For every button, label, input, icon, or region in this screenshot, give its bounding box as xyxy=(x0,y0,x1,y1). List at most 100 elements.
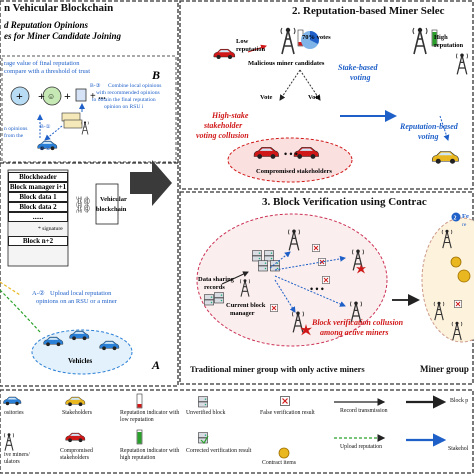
legend-unverified-text: Unverified block xyxy=(186,410,226,416)
p2-tower-high xyxy=(412,26,428,55)
legend-stakeholders-text: Stakeholders xyxy=(62,410,92,416)
note-top1: rage value of final reputation xyxy=(4,60,80,67)
svg-text:• • •: • • • xyxy=(310,284,324,294)
p3-traditional: Traditional miner group with only active… xyxy=(190,364,365,374)
p2-votes: 70% votes xyxy=(302,34,331,41)
opinions-text2: from the xyxy=(4,133,24,139)
p3-data-sharing2: records xyxy=(204,284,225,291)
label-a: A xyxy=(152,358,161,372)
a2-text1: Upload local reputation xyxy=(50,290,112,297)
legend-compromised-text: Compromised stakeholders xyxy=(60,448,93,461)
p3-coin xyxy=(457,269,471,283)
a2-text2: opinions on an RSU or a miner xyxy=(36,298,117,305)
block-manager: Block manager i+1 xyxy=(8,182,68,192)
p2-rep-voting1: Reputation-based xyxy=(400,122,458,131)
legend-col1-mid1: ive miners/ xyxy=(4,452,30,458)
p3-miner-group-ellipse xyxy=(421,217,474,343)
p2-vote-right: Vote xyxy=(308,94,321,101)
panel-a-subtitle1: d Reputation Opinions xyxy=(4,20,89,30)
p3-traditional-ellipse xyxy=(196,213,388,347)
b3-label: B-③ xyxy=(90,83,101,89)
opinions-text1: n opinions xyxy=(4,126,28,132)
legend-icon-tower xyxy=(3,432,15,452)
svg-text:+: + xyxy=(38,89,45,103)
panel-3-title: 3. Block Verification using Contrac xyxy=(262,196,427,208)
p2-compromised: Compromised stakeholders xyxy=(256,168,332,175)
svg-text:+ ...: + ... xyxy=(90,91,106,102)
p2-rep-voting2: voting xyxy=(418,132,439,141)
inner-b-box xyxy=(1,55,177,163)
p3-collusion2: among active miners xyxy=(320,328,389,337)
legend-blockp-text: Block p xyxy=(450,398,469,404)
svg-text:+: + xyxy=(64,89,71,103)
p3-fe-circle xyxy=(451,212,461,222)
p3-current-bm1: Current block xyxy=(226,302,266,309)
svg-text:2: 2 xyxy=(454,216,457,222)
opinion-plus-circle xyxy=(10,86,30,106)
panel-3-frame xyxy=(179,191,474,385)
p2-malicious: Malicious miner candidates xyxy=(248,60,325,67)
label-b: B xyxy=(152,68,161,82)
legend-col1-top: ositories xyxy=(4,410,24,416)
block-dots: ...... xyxy=(8,212,68,222)
legend-icon-blue-car xyxy=(3,396,22,406)
legend-icon-coin xyxy=(278,447,290,459)
block-data-1: Block data 1 xyxy=(8,192,68,202)
p2-low-rep: Low reputation xyxy=(236,38,266,53)
block-header: Blockheader xyxy=(8,172,68,182)
legend-corrected-text: Corrected verification result xyxy=(186,448,252,454)
panel-2-title: 2. Reputation-based Miner Selec xyxy=(292,5,445,17)
p2-tower-low xyxy=(280,26,296,55)
svg-text:+: + xyxy=(16,89,23,103)
b3-text4: opinion on RSU i xyxy=(104,104,144,110)
legend-stakehol-text: Stakehol xyxy=(448,446,469,452)
p2-high-rep: High reputation xyxy=(434,34,464,49)
legend-icon-red-indicator xyxy=(136,393,143,409)
p3-data-sharing1: Data sharing xyxy=(198,276,234,283)
legend-icon-false-result xyxy=(280,396,290,406)
opinion-face-circle xyxy=(42,86,62,106)
p3-collusion1: Block verification collusion xyxy=(312,318,404,327)
panel-a-title: n Vehicular Blockchain xyxy=(4,2,114,14)
flow-arrow xyxy=(130,160,172,206)
p2-stake-voting1: Stake-based xyxy=(338,63,378,72)
vehicles-label: Vehicles xyxy=(68,357,93,365)
panel-left-frame xyxy=(0,0,179,387)
a2-label: A-② xyxy=(32,290,45,297)
p2-collusion1: High-stake xyxy=(212,111,249,120)
p3-miner-group: Miner group xyxy=(420,364,469,374)
svg-text:• • •: • • • xyxy=(284,149,298,159)
note-top2: compare with a threshold of trust xyxy=(4,68,91,75)
legend-contract-text: Contract items xyxy=(262,460,296,466)
legend-icon-unverified xyxy=(198,396,208,408)
panel-a-subtitle2: es for Miner Candidate Joining xyxy=(4,31,122,41)
legend-col1-mid2: ulators xyxy=(4,459,20,465)
legend-false-text: False verification result xyxy=(260,410,315,416)
b3-text3: to obtain the final reputation xyxy=(92,97,156,103)
b1-label: B-① xyxy=(40,124,51,130)
p2-stake-voting2: voting xyxy=(350,73,371,82)
p3-fe-label: Fe xyxy=(462,213,469,220)
chain-label1: Vehicular xyxy=(100,196,127,203)
b3-text2: with recommended opinions xyxy=(96,90,160,96)
block-n-next xyxy=(95,183,119,225)
legend-icon-yellow-car xyxy=(65,396,86,407)
p2-vote-left: Vote xyxy=(260,94,273,101)
opinion-square xyxy=(75,88,87,102)
p2-collusion3: voting collusion xyxy=(196,131,249,140)
block-signature: * signature xyxy=(38,226,63,232)
p2-collusion2: stakeholder xyxy=(204,121,243,130)
legend-high-rep-text: Reputation indicator with high reputatio… xyxy=(120,448,180,461)
block-n2: Block n+2 xyxy=(8,236,68,246)
b3-text1: Combine local opinions xyxy=(108,83,162,89)
svg-text:☺: ☺ xyxy=(47,92,55,101)
legend-record-text: Record transmission xyxy=(340,408,388,414)
legend-low-rep-text: Reputation indicator with low reputation xyxy=(120,410,180,423)
block-data-2: Block data 2 xyxy=(8,202,68,212)
legend-upload-text: Upload reputation xyxy=(340,444,383,450)
p3-fe-sub: re xyxy=(462,222,467,228)
p2-collusion-ellipse xyxy=(227,137,353,183)
legend-frame xyxy=(0,389,474,474)
b2-label: B-② xyxy=(40,146,51,152)
svg-text:⛓: ⛓ xyxy=(73,196,93,214)
